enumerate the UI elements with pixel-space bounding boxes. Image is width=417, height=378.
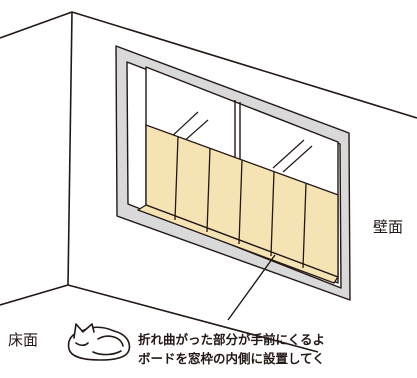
board-panel-divider	[174, 136, 179, 221]
wall-label: 壁面	[373, 218, 403, 236]
caption-line-1: 折れ曲がった部分が手前にくるよ	[138, 332, 325, 347]
window-board	[137, 124, 339, 284]
caption-line-2: ボードを窓枠の内側に設置してく	[138, 351, 325, 366]
board-panel-divider	[206, 148, 211, 233]
callout-line	[227, 254, 276, 321]
wall-corner-line	[67, 11, 73, 286]
board-fold-strip	[137, 204, 339, 284]
board-panel-divider	[270, 171, 275, 257]
floor-line	[0, 284, 319, 353]
board-panel-divider	[238, 159, 243, 245]
floor-label: 床面	[8, 331, 38, 349]
room-lines	[0, 11, 417, 353]
sleeping-cat-icon	[67, 323, 131, 361]
board-panel-divider	[302, 183, 307, 269]
